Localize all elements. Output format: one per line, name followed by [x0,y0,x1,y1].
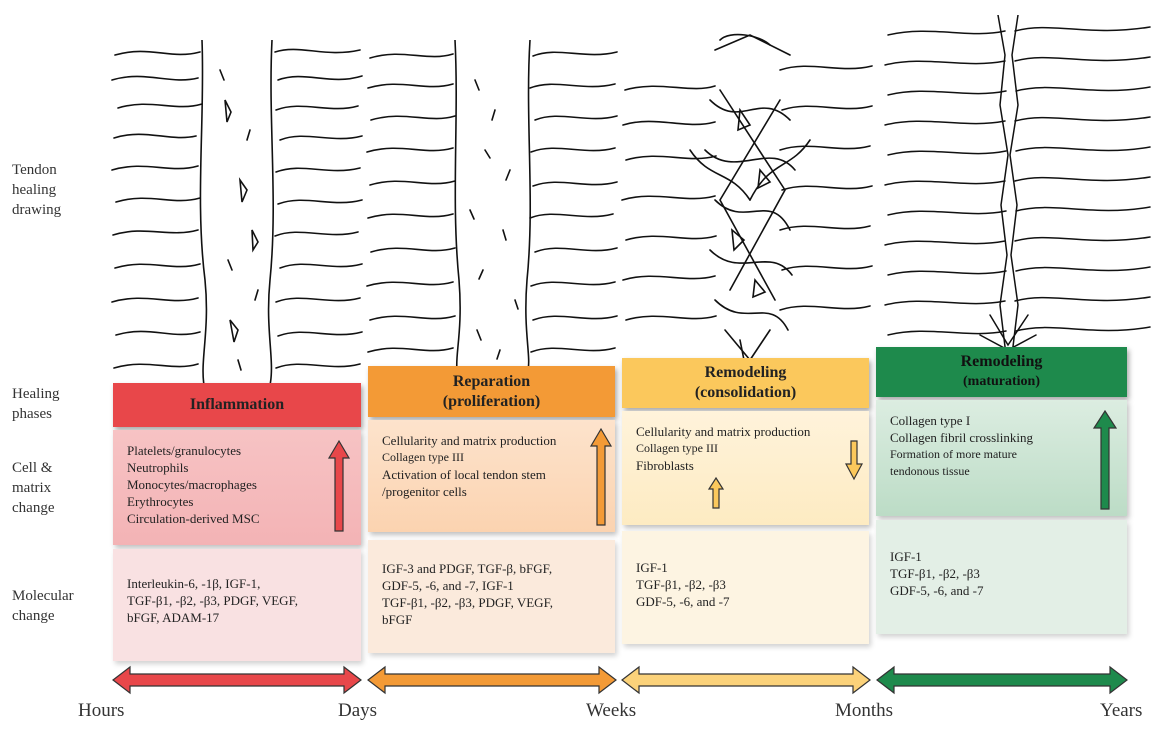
time-label-weeks: Weeks [586,700,636,722]
cell-item: Formation of more mature [890,446,1113,463]
cell-box-reparation: Cellularity and matrix production Collag… [368,420,615,532]
molecular-item: TGF-β1, -β2, -β3 [636,576,855,593]
cell-item: Collagen type III [382,449,601,466]
molecular-item: GDF-5, -6, and -7 [636,593,855,610]
cell-item: Monocytes/macrophages [127,476,347,493]
phase-header-consolidation: Remodeling (consolidation) [622,358,869,408]
increase-arrow-icon [328,440,350,532]
cell-item: Erythrocytes [127,493,347,510]
small-increase-arrow-icon [708,477,724,509]
row-label-cell: Cell & matrix change [12,458,54,518]
timeline-arrow-weeks-months [621,665,871,695]
phase-header-inflammation: Inflammation [113,383,361,427]
cell-item: Collagen fibril crosslinking [890,429,1113,446]
cell-item: Activation of local tendon stem [382,466,601,483]
tendon-drawing-consolidation [620,30,875,365]
tendon-drawing-maturation [880,15,1155,355]
cell-item: Fibroblasts [636,457,855,474]
phase-subtitle: (maturation) [963,372,1040,392]
time-label-years: Years [1100,700,1142,722]
molecular-box-reparation: IGF-3 and PDGF, TGF-β, bFGF, GDF-5, -6, … [368,540,615,653]
molecular-item: IGF-3 and PDGF, TGF-β, bFGF, [382,560,601,577]
timeline-arrow-months-years [876,665,1128,695]
cell-item: Circulation-derived MSC [127,510,347,527]
molecular-item: TGF-β1, -β2, -β3, PDGF, VEGF, [127,592,347,609]
cell-item: tendonous tissue [890,463,1113,480]
row-label-molecular: Molecular change [12,586,74,626]
timeline-arrow-hours-days [112,665,362,695]
molecular-item: Interleukin-6, -1β, IGF-1, [127,575,347,592]
phase-title: Reparation [453,372,530,392]
phase-subtitle: (proliferation) [443,392,540,412]
molecular-item: IGF-1 [636,559,855,576]
cell-item: Collagen type I [890,412,1113,429]
increase-arrow-icon [1093,410,1117,510]
cell-box-consolidation: Cellularity and matrix production Collag… [622,411,869,525]
row-label-phases: Healing phases [12,384,59,424]
molecular-item: IGF-1 [890,548,1113,565]
phase-header-maturation: Remodeling (maturation) [876,347,1127,397]
decrease-arrow-icon [845,440,863,480]
time-label-days: Days [338,700,377,722]
molecular-box-inflammation: Interleukin-6, -1β, IGF-1, TGF-β1, -β2, … [113,549,361,661]
timeline-arrow-days-weeks [367,665,617,695]
molecular-box-consolidation: IGF-1 TGF-β1, -β2, -β3 GDF-5, -6, and -7 [622,531,869,644]
molecular-item: bFGF [382,611,601,628]
tendon-drawing-inflammation [110,40,365,385]
cell-box-inflammation: Platelets/granulocytes Neutrophils Monoc… [113,430,361,545]
cell-box-maturation: Collagen type I Collagen fibril crosslin… [876,400,1127,516]
cell-item: Cellularity and matrix production [382,432,601,449]
cell-item: Platelets/granulocytes [127,442,347,459]
molecular-item: GDF-5, -6, and -7 [890,582,1113,599]
cell-item: Neutrophils [127,459,347,476]
molecular-item: bFGF, ADAM-17 [127,609,347,626]
time-label-hours: Hours [78,700,124,722]
cell-item: /progenitor cells [382,483,601,500]
phase-title: Remodeling [961,352,1043,372]
row-label-drawing: Tendon healing drawing [12,160,61,220]
molecular-item: TGF-β1, -β2, -β3 [890,565,1113,582]
phase-header-reparation: Reparation (proliferation) [368,366,615,417]
phase-title: Remodeling [705,363,787,383]
molecular-item: TGF-β1, -β2, -β3, PDGF, VEGF, [382,594,601,611]
phase-subtitle: (consolidation) [695,383,796,403]
molecular-item: GDF-5, -6, and -7, IGF-1 [382,577,601,594]
time-label-months: Months [835,700,893,722]
increase-arrow-icon [590,428,612,526]
cell-item: Cellularity and matrix production [636,423,855,440]
phase-title: Inflammation [190,395,284,415]
molecular-box-maturation: IGF-1 TGF-β1, -β2, -β3 GDF-5, -6, and -7 [876,520,1127,634]
tendon-drawing-reparation [365,40,620,370]
cell-item: Collagen type III [636,440,855,457]
